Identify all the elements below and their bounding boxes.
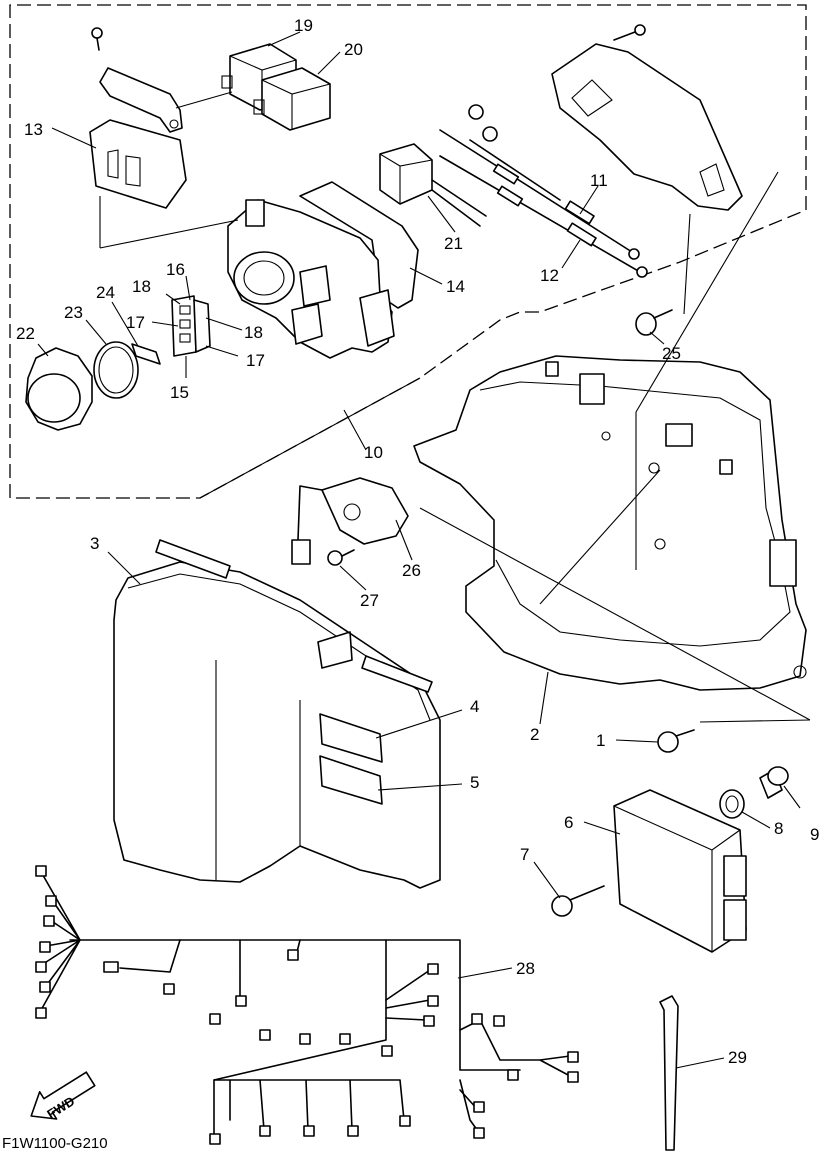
callout-17b: 17 (246, 351, 265, 370)
callout-18a: 18 (132, 277, 151, 296)
electrical-box-body (227, 199, 395, 359)
callout-10: 10 (364, 443, 383, 462)
part-5-label (319, 755, 383, 805)
callout-labels: 1 2 3 4 5 6 7 8 9 10 11 12 13 14 15 16 1… (16, 16, 819, 1067)
part-9-collar (759, 766, 789, 799)
callout-11: 11 (590, 171, 608, 190)
callout-27: 27 (360, 591, 379, 610)
part-7-screw (551, 885, 605, 917)
part-15-terminal-block (171, 295, 211, 357)
fwd-arrow-icon (30, 1071, 96, 1120)
part-13-fuse-box (89, 67, 187, 209)
screw-top-right (613, 24, 646, 41)
callout-28: 28 (516, 959, 535, 978)
callout-18b: 18 (244, 323, 263, 342)
callout-20: 20 (344, 40, 363, 59)
drawing-code: F1W1100-G210 (2, 1135, 108, 1152)
callout-26: 26 (402, 561, 421, 580)
callout-9: 9 (810, 825, 819, 844)
part-27-screw (327, 549, 355, 566)
callout-13: 13 (24, 120, 43, 139)
callout-5: 5 (470, 773, 479, 792)
leader-lines (37, 31, 801, 1069)
callout-3: 3 (90, 534, 99, 553)
callout-4: 4 (470, 697, 479, 716)
callout-29: 29 (728, 1048, 747, 1067)
callout-25: 25 (662, 344, 681, 363)
callout-23: 23 (64, 303, 83, 322)
part-4-label (319, 713, 383, 763)
callout-16: 16 (166, 260, 185, 279)
callout-12: 12 (540, 266, 559, 285)
callout-17a: 17 (126, 313, 145, 332)
callout-1: 1 (596, 731, 605, 750)
part-26-sensor (291, 477, 409, 565)
callout-2: 2 (530, 725, 539, 744)
part-21-connector (379, 143, 487, 227)
callout-7: 7 (520, 845, 529, 864)
projection-lines (199, 171, 811, 723)
callout-19: 19 (294, 16, 313, 35)
part-6-ecu (613, 789, 747, 953)
part-11-12-cables (439, 104, 648, 278)
callout-15: 15 (170, 383, 189, 402)
part-2-tray (413, 355, 807, 691)
part-22-cap (25, 347, 93, 431)
callout-22: 22 (16, 324, 35, 343)
callout-6: 6 (564, 813, 573, 832)
part-3-cover (113, 539, 441, 889)
part-8-grommet (719, 789, 745, 819)
callout-14: 14 (446, 277, 465, 296)
screw-top-left (91, 27, 103, 51)
part-23-o-ring (93, 341, 139, 399)
part-20-relay (253, 67, 331, 131)
part-28-wire-harness (35, 865, 579, 1145)
callout-24: 24 (96, 283, 115, 302)
callout-8: 8 (774, 819, 783, 838)
part-24-clip (131, 343, 161, 365)
callout-21: 21 (444, 234, 463, 253)
part-25-screw (635, 309, 673, 336)
part-29-cable-tie (659, 995, 679, 1151)
part-1-screw (657, 729, 695, 753)
cover-plate (551, 43, 743, 211)
